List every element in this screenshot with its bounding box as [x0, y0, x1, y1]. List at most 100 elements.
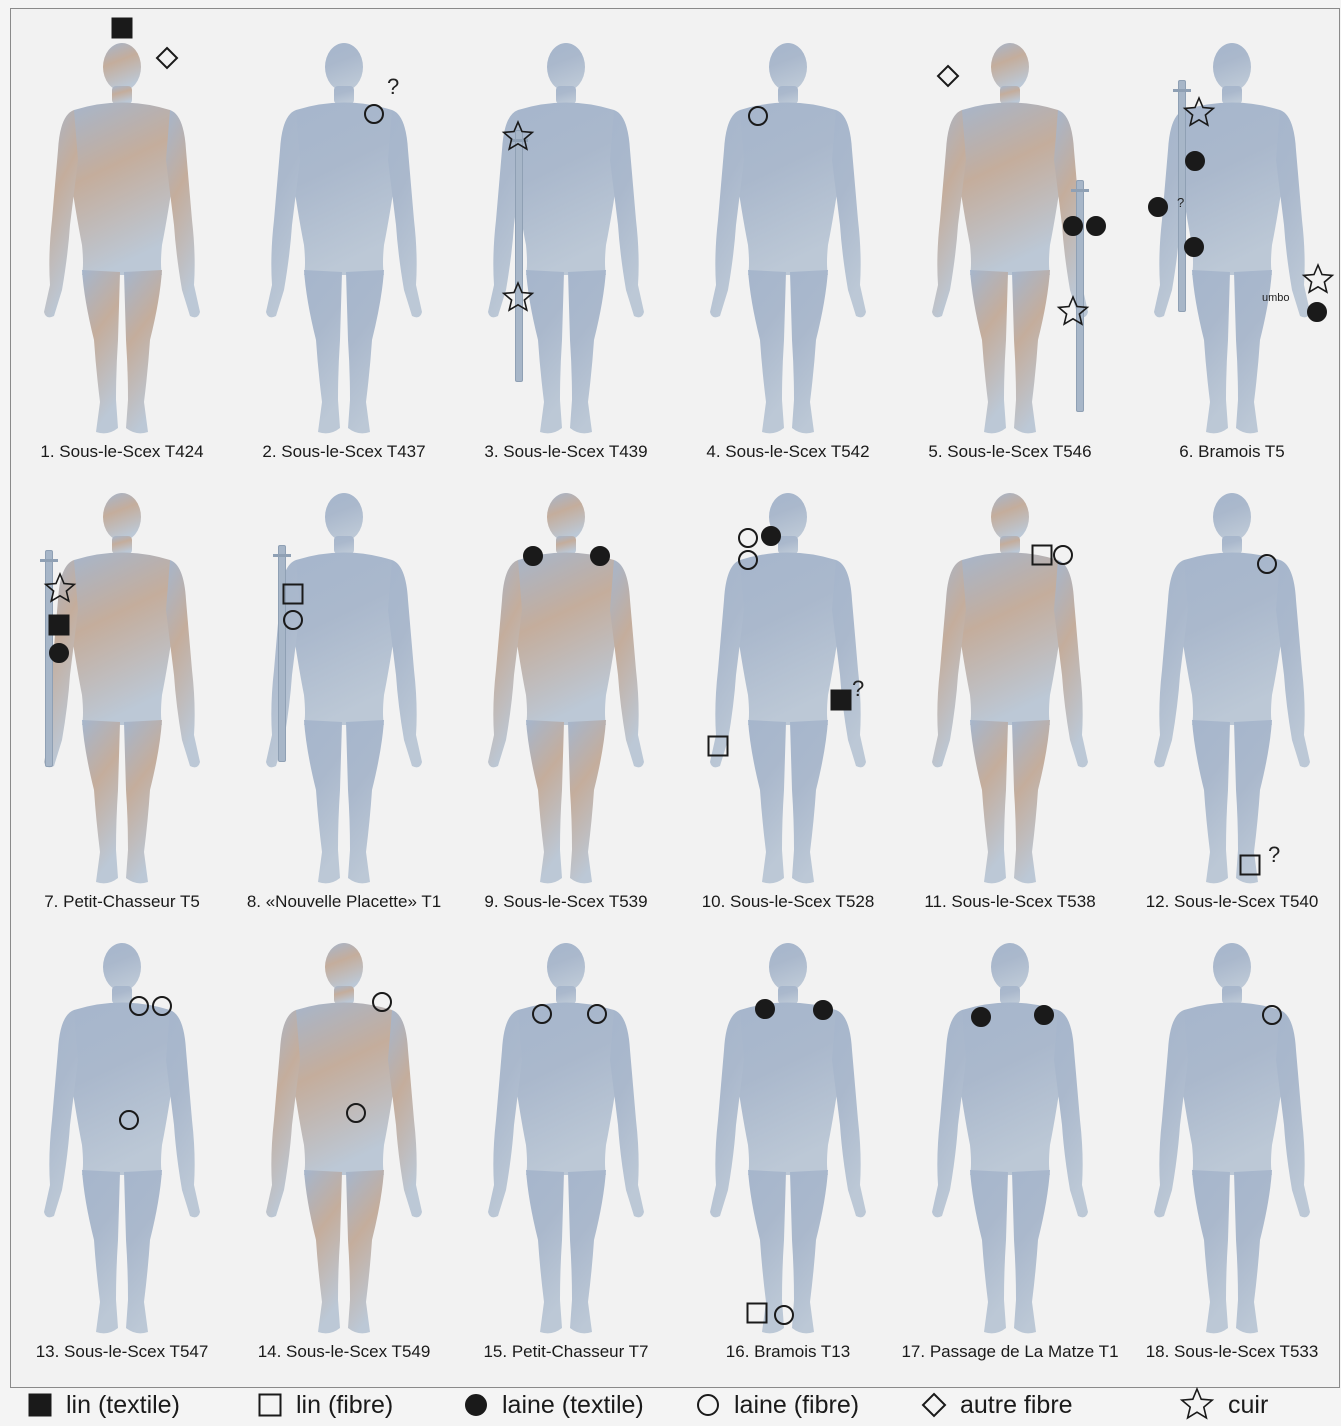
open-square-icon: [256, 1391, 284, 1419]
sword-icon: [278, 545, 286, 762]
open-star-icon: [1181, 95, 1217, 131]
filled-square-icon: [828, 687, 854, 713]
open-circle-icon: [116, 1107, 142, 1133]
open-square-icon: [744, 1300, 770, 1326]
legend-label: cuir: [1228, 1391, 1268, 1420]
filled-circle-icon: [1031, 1002, 1057, 1028]
open-circle-icon: [584, 1001, 610, 1027]
legend-item: lin (textile): [26, 1388, 180, 1422]
open-diamond-icon: [154, 45, 180, 71]
figure-9: 9. Sous-le-Scex T539: [456, 490, 676, 930]
figure-caption: 17. Passage de La Matze T1: [895, 1342, 1125, 1362]
filled-square-icon: [26, 1391, 54, 1419]
figure-13: 13. Sous-le-Scex T547: [12, 940, 232, 1380]
filled-circle-icon: [1145, 194, 1171, 220]
human-silhouette: [1122, 490, 1341, 890]
figure-15: 15. Petit-Chasseur T7: [456, 940, 676, 1380]
figure-4: 4. Sous-le-Scex T542: [678, 40, 898, 480]
open-square-icon: [280, 581, 306, 607]
open-circle-icon: [280, 607, 306, 633]
filled-square-icon: [46, 612, 72, 638]
figure-caption: 15. Petit-Chasseur T7: [451, 1342, 681, 1362]
figure-caption: 5. Sous-le-Scex T546: [895, 442, 1125, 462]
human-silhouette: [900, 940, 1120, 1340]
figure-2: ?2. Sous-le-Scex T437: [234, 40, 454, 480]
human-silhouette: [1122, 940, 1341, 1340]
figure-caption: 11. Sous-le-Scex T538: [895, 892, 1125, 912]
figure-18: 18. Sous-le-Scex T533: [1122, 940, 1341, 1380]
figure-caption: 14. Sous-le-Scex T549: [229, 1342, 459, 1362]
legend-label: autre fibre: [960, 1391, 1073, 1420]
filled-circle-icon: [46, 640, 72, 666]
human-silhouette: [678, 940, 898, 1340]
human-silhouette: [678, 40, 898, 440]
filled-circle-icon: [968, 1004, 994, 1030]
figure-caption: 18. Sous-le-Scex T533: [1117, 1342, 1341, 1362]
figure-caption: 12. Sous-le-Scex T540: [1117, 892, 1341, 912]
legend-item: autre fibre: [920, 1388, 1073, 1422]
figure-12: ?12. Sous-le-Scex T540: [1122, 490, 1341, 930]
open-diamond-icon: [920, 1391, 948, 1419]
filled-circle-icon: [462, 1391, 490, 1419]
legend-item: lin (fibre): [256, 1388, 393, 1422]
figure-10: ?10. Sous-le-Scex T528: [678, 490, 898, 930]
open-circle-icon: [369, 989, 395, 1015]
figure-caption: 2. Sous-le-Scex T437: [229, 442, 459, 462]
figure-1: 1. Sous-le-Scex T424: [12, 40, 232, 480]
figure-11: 11. Sous-le-Scex T538: [900, 490, 1120, 930]
open-circle-icon: [1254, 551, 1280, 577]
legend-label: lin (fibre): [296, 1391, 393, 1420]
human-silhouette: [678, 490, 898, 890]
open-circle-icon: [343, 1100, 369, 1126]
figure-caption: 16. Bramois T13: [673, 1342, 903, 1362]
open-star-icon: [500, 119, 536, 155]
human-silhouette: [900, 490, 1120, 890]
filled-circle-icon: [1304, 299, 1330, 325]
human-silhouette: [234, 940, 454, 1340]
figure-3: 3. Sous-le-Scex T439: [456, 40, 676, 480]
open-circle-icon: [1259, 1002, 1285, 1028]
figure-14: 14. Sous-le-Scex T549: [234, 940, 454, 1380]
figure-caption: 8. «Nouvelle Placette» T1: [229, 892, 459, 912]
figure-caption: 3. Sous-le-Scex T439: [451, 442, 681, 462]
filled-square-icon: [109, 15, 135, 41]
human-silhouette: [1122, 40, 1341, 440]
open-circle-icon: [1050, 542, 1076, 568]
legend-label: laine (fibre): [734, 1391, 859, 1420]
filled-circle-icon: [1181, 234, 1207, 260]
human-silhouette: [12, 940, 232, 1340]
figure-caption: 6. Bramois T5: [1117, 442, 1341, 462]
open-circle-icon: [771, 1302, 797, 1328]
uncertain-marker: ?: [387, 74, 399, 100]
figure-5: 5. Sous-le-Scex T546: [900, 40, 1120, 480]
human-silhouette: [900, 40, 1120, 440]
figure-caption: 9. Sous-le-Scex T539: [451, 892, 681, 912]
open-diamond-icon: [935, 63, 961, 89]
human-silhouette: [456, 940, 676, 1340]
filled-circle-icon: [752, 996, 778, 1022]
figure-caption: 13. Sous-le-Scex T547: [7, 1342, 237, 1362]
uncertain-marker: ?: [1177, 195, 1184, 210]
figure-8: 8. «Nouvelle Placette» T1: [234, 490, 454, 930]
open-circle-icon: [735, 547, 761, 573]
open-star-icon: [1300, 262, 1336, 298]
legend-item: laine (textile): [462, 1388, 644, 1422]
open-star-icon: [42, 571, 78, 607]
open-star-icon: [500, 280, 536, 316]
legend-label: lin (textile): [66, 1391, 180, 1420]
umbo-label: umbo: [1262, 292, 1290, 304]
uncertain-marker: ?: [852, 676, 864, 702]
human-silhouette: [234, 490, 454, 890]
human-silhouette: [456, 40, 676, 440]
filled-circle-icon: [1182, 148, 1208, 174]
figure-7: 7. Petit-Chasseur T5: [12, 490, 232, 930]
figure-caption: 4. Sous-le-Scex T542: [673, 442, 903, 462]
legend: lin (textile) lin (fibre) laine (textile) l…: [0, 1384, 1341, 1426]
open-star-icon: [1055, 294, 1091, 330]
filled-circle-icon: [587, 543, 613, 569]
figure-caption: 7. Petit-Chasseur T5: [7, 892, 237, 912]
uncertain-marker: ?: [1268, 842, 1280, 868]
open-circle-icon: [745, 103, 771, 129]
legend-item: cuir: [1178, 1388, 1268, 1422]
open-square-icon: [705, 733, 731, 759]
